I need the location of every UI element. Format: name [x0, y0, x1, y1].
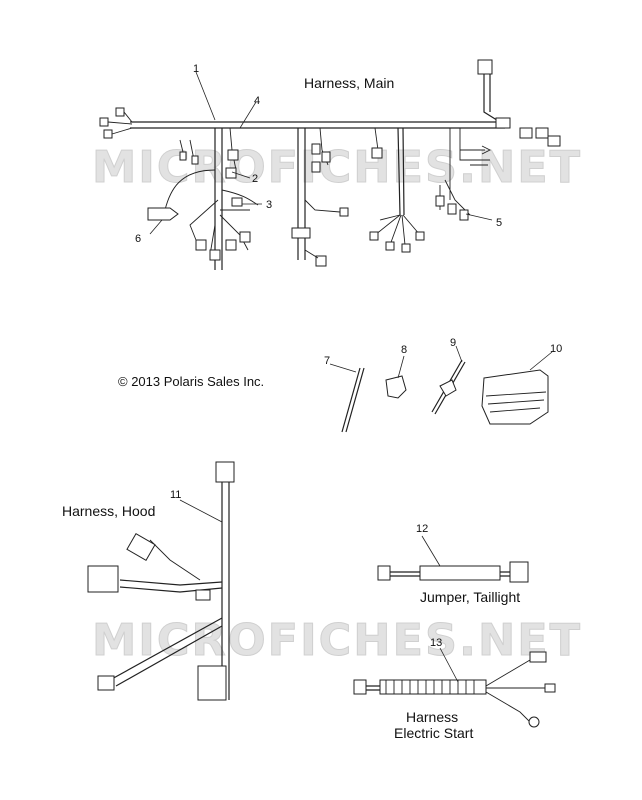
harness-hood-label: Harness, Hood — [62, 503, 155, 519]
callout-8: 8 — [401, 344, 407, 356]
callout-7: 7 — [324, 355, 330, 367]
callout-3: 3 — [266, 199, 272, 211]
callout-1: 1 — [193, 63, 199, 75]
callout-9: 9 — [450, 337, 456, 349]
jumper-taillight-label: Jumper, Taillight — [420, 589, 520, 605]
callout-2: 2 — [252, 173, 258, 185]
watermark-bottom: MICROFICHES.NET — [92, 615, 582, 666]
harness-es-label-line2: Electric Start — [394, 725, 473, 741]
copyright-text: © 2013 Polaris Sales Inc. — [118, 374, 264, 389]
electric-start-harness-illustration — [353, 647, 556, 728]
jumper-taillight-illustration — [377, 535, 529, 583]
callout-13: 13 — [430, 637, 442, 649]
callout-5: 5 — [496, 217, 502, 229]
callout-10: 10 — [550, 343, 562, 355]
callout-12: 12 — [416, 523, 428, 535]
watermark-top: MICROFICHES.NET — [92, 142, 582, 193]
callout-6: 6 — [135, 233, 141, 245]
hood-harness-illustration — [87, 461, 235, 701]
main-harness-illustration — [99, 59, 561, 270]
small-parts-illustration — [329, 345, 553, 433]
harness-es-label-line1: Harness — [406, 709, 458, 725]
callout-4: 4 — [254, 95, 260, 107]
harness-main-label: Harness, Main — [304, 75, 394, 91]
callout-11: 11 — [170, 489, 181, 501]
